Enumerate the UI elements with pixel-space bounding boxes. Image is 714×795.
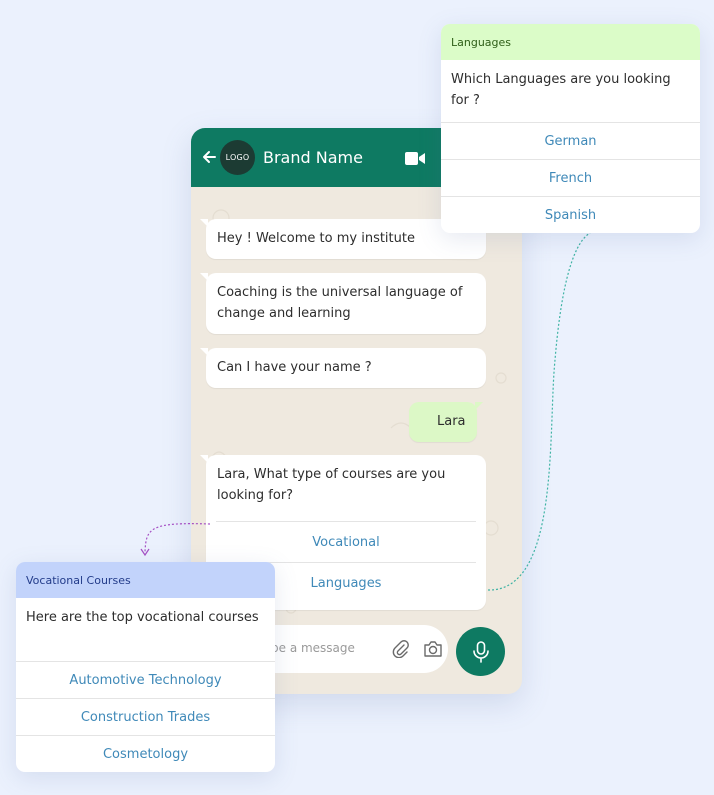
languages-card-title: Languages xyxy=(451,35,512,49)
message-text: Hey ! Welcome to my institute xyxy=(217,231,415,246)
microphone-icon xyxy=(472,640,489,663)
bot-message-ask-name: Can I have your name ? xyxy=(200,348,486,388)
option-construction-trades[interactable]: Construction Trades xyxy=(16,698,275,735)
languages-card-body: Which Languages are you looking for ? xyxy=(451,72,671,108)
brand-name: Brand Name xyxy=(263,148,363,167)
user-reply-name: Lara xyxy=(409,402,483,442)
message-text: Coaching is the universal language of ch… xyxy=(217,285,463,321)
vocational-card-header: Vocational Courses xyxy=(16,562,275,598)
vocational-card-body: Here are the top vocational courses xyxy=(26,610,259,625)
video-call-icon[interactable] xyxy=(405,152,425,165)
languages-card-header: Languages xyxy=(441,24,700,60)
option-french[interactable]: French xyxy=(441,159,700,196)
languages-card: Languages Which Languages are you lookin… xyxy=(441,24,700,233)
option-german[interactable]: German xyxy=(441,122,700,159)
option-automotive-technology[interactable]: Automotive Technology xyxy=(16,661,275,698)
option-vocational[interactable]: Vocational xyxy=(216,521,476,562)
message-text: Can I have your name ? xyxy=(217,360,372,375)
message-text: Lara xyxy=(437,414,466,429)
back-arrow-icon[interactable] xyxy=(201,149,217,165)
option-cosmetology[interactable]: Cosmetology xyxy=(16,735,275,772)
mic-button[interactable] xyxy=(456,627,505,676)
connector-vocational-arrow xyxy=(140,548,150,557)
option-languages[interactable]: Languages xyxy=(216,562,476,603)
message-input-placeholder: pe a message xyxy=(271,641,355,655)
bot-question-courses: Lara, What type of courses are you looki… xyxy=(200,455,486,610)
option-spanish[interactable]: Spanish xyxy=(441,196,700,233)
attachment-icon[interactable] xyxy=(392,640,410,658)
bot-message-welcome: Hey ! Welcome to my institute xyxy=(200,219,486,259)
brand-logo: LOGO xyxy=(220,140,255,175)
vocational-courses-card: Vocational Courses Here are the top voca… xyxy=(16,562,275,772)
bot-message-coaching: Coaching is the universal language of ch… xyxy=(200,273,486,334)
vocational-card-title: Vocational Courses xyxy=(26,573,131,587)
camera-icon[interactable] xyxy=(423,640,443,658)
message-text: Lara, What type of courses are you looki… xyxy=(217,467,446,503)
